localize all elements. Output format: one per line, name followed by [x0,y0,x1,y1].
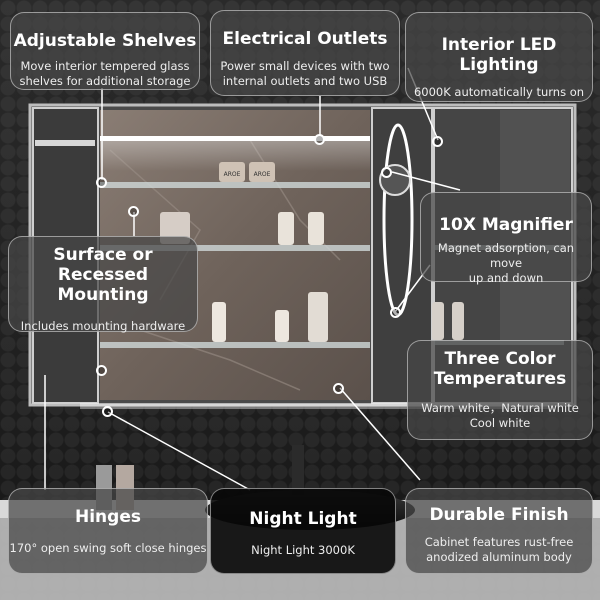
callout-desc: 170° open swing soft close hinges [9,541,207,555]
marker-dot [333,383,344,394]
bottle-product [308,212,324,245]
callout-hinges: Hinges 170° open swing soft close hinges [8,488,208,574]
callout-title: Electrical Outlets [222,29,388,49]
marker-dot [96,177,107,188]
pump-bottle [275,310,289,342]
jar-product: AROE [219,162,245,182]
callout-electrical-outlets: Electrical Outlets Power small devices w… [210,10,400,96]
pump-bottle [432,302,444,340]
callout-title: Three Color Temperatures [433,349,567,389]
marker-dot [432,136,443,147]
marker-dot [102,406,113,417]
callout-durable-finish: Durable Finish Cabinet features rust-fre… [405,488,593,574]
callout-desc: Includes mounting hardware [20,319,186,333]
bottle-product [278,212,294,245]
callout-night-light: Night Light Night Light 3000K [210,488,396,574]
callout-title: Durable Finish [429,505,569,525]
marker-dot [381,167,392,178]
callout-desc: Power small devices with two internal ou… [220,59,390,88]
marker-dot [128,206,139,217]
callout-color-temperatures: Three Color Temperatures Warm white，Natu… [407,340,593,440]
callout-desc: Move interior tempered glass shelves for… [19,59,191,88]
callout-adjustable-shelves: Adjustable Shelves Move interior tempere… [10,12,200,90]
jar-product: AROE [249,162,275,182]
callout-title: Interior LED Lighting [441,35,557,75]
callout-title: Hinges [75,507,141,527]
tall-bottle [308,292,328,342]
callout-title: Surface or Recessed Mounting [53,245,153,305]
marker-dot [390,307,401,318]
callout-desc: Warm white，Natural white Cool white [421,401,579,430]
callout-magnifier: 10X Magnifier Magnet adsorption, can mov… [420,192,592,285]
callout-title: Adjustable Shelves [13,31,197,51]
pump-bottle [212,302,226,342]
callout-interior-led-lighting: Interior LED Lighting 6000K automaticall… [405,12,593,102]
marker-dot [96,365,107,376]
callout-desc: Cabinet features rust-free anodized alum… [424,535,574,564]
callout-mounting: Surface or Recessed Mounting Includes mo… [8,236,198,333]
callout-desc: 6000K automatically turns on [413,85,585,99]
callout-desc: Night Light 3000K [251,543,355,557]
marker-dot [314,134,325,145]
pump-bottle [452,302,464,340]
callout-desc: Magnet adsorption, can move up and down [437,241,575,285]
callout-title: 10X Magnifier [439,215,573,235]
callout-title: Night Light [249,509,357,529]
